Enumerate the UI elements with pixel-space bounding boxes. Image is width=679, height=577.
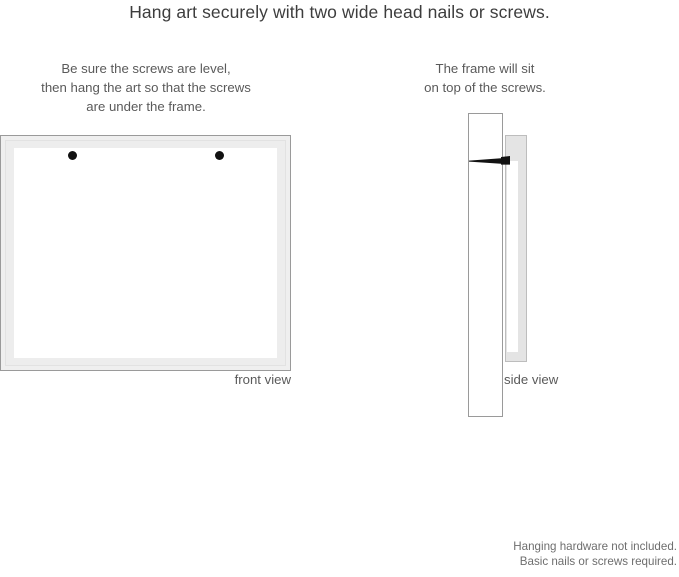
screw-head-left-icon [68,151,77,160]
side-view-label: side view [504,372,559,387]
side-view-wall [468,113,503,417]
front-view-diagram [0,135,291,371]
side-view-caption: The frame will sit on top of the screws. [424,61,546,95]
side-view-frame-inner-cavity [507,161,518,352]
page-title: Hang art securely with two wide head nai… [129,2,550,22]
picture-frame-artwork-area [14,148,277,358]
screw-head-right-icon [215,151,224,160]
footer-disclaimer: Hanging hardware not included. Basic nai… [513,540,677,568]
front-view-label: front view [234,372,291,387]
nail-icon [469,156,510,165]
front-view-caption: Be sure the screws are level, then hang … [41,61,251,114]
